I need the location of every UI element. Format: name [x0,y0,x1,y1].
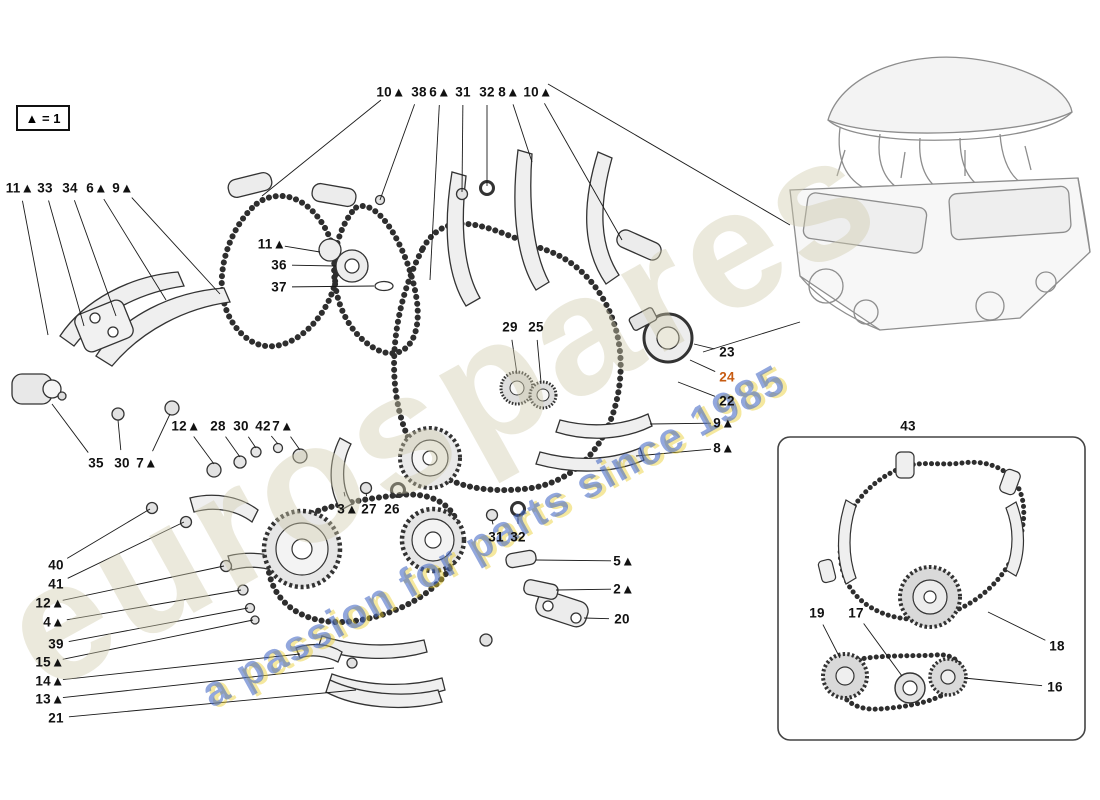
leader-line [66,589,242,621]
legend-box: ▲ = 1 [16,105,70,131]
tensioner-and-small-parts [11,180,694,669]
leader-line [291,264,337,267]
leader-line [512,104,533,163]
leader-line [379,104,416,201]
leader-line [73,200,117,317]
leader-line [48,200,85,327]
leader-line [429,104,440,281]
leader-line [536,339,542,383]
engine-reference-lines [547,83,801,353]
leader-line [62,619,254,660]
leader-line [365,492,368,497]
inset-diagram [777,436,1086,741]
leader-line [62,653,301,681]
leader-line [261,99,382,197]
leader-line [461,104,464,193]
leader-line [677,381,716,397]
leader-line [511,339,518,375]
leader-line [62,565,225,601]
leader-line [649,422,712,425]
inset-sprockets [821,565,968,704]
leader-line [270,435,279,445]
leader-line [62,667,335,699]
legend-label: ▲ = 1 [25,110,61,126]
leader-line [291,285,375,288]
leader-line [987,611,1046,641]
leader-line [535,559,612,562]
leader-line [963,677,1043,687]
leader-line [863,623,903,677]
engine-illustration [789,56,1091,331]
leader-line [284,245,321,253]
leader-line [131,197,221,295]
leader-line [290,436,301,451]
leader-line [343,491,346,497]
leader-line [225,436,241,458]
leader-line [635,448,712,457]
leader-line [247,436,257,449]
leader-line [544,103,623,241]
leader-line [103,198,167,301]
leader-line [555,588,612,591]
leader-line [51,403,89,453]
leader-line [689,359,716,372]
leader-line [491,519,494,525]
inset-details [817,451,1025,585]
leader-line [693,343,715,350]
upper-chain-shoes [227,171,662,261]
leader-line [66,508,151,559]
leader-line [68,689,357,718]
leader-line [822,624,841,659]
leader-line [193,436,215,465]
leader-line [583,617,610,620]
leader-line [67,521,185,579]
leader-line [152,413,171,452]
sprockets [261,426,467,590]
leader-line [68,607,249,643]
leader-line [117,419,122,451]
leader-line [21,200,49,336]
